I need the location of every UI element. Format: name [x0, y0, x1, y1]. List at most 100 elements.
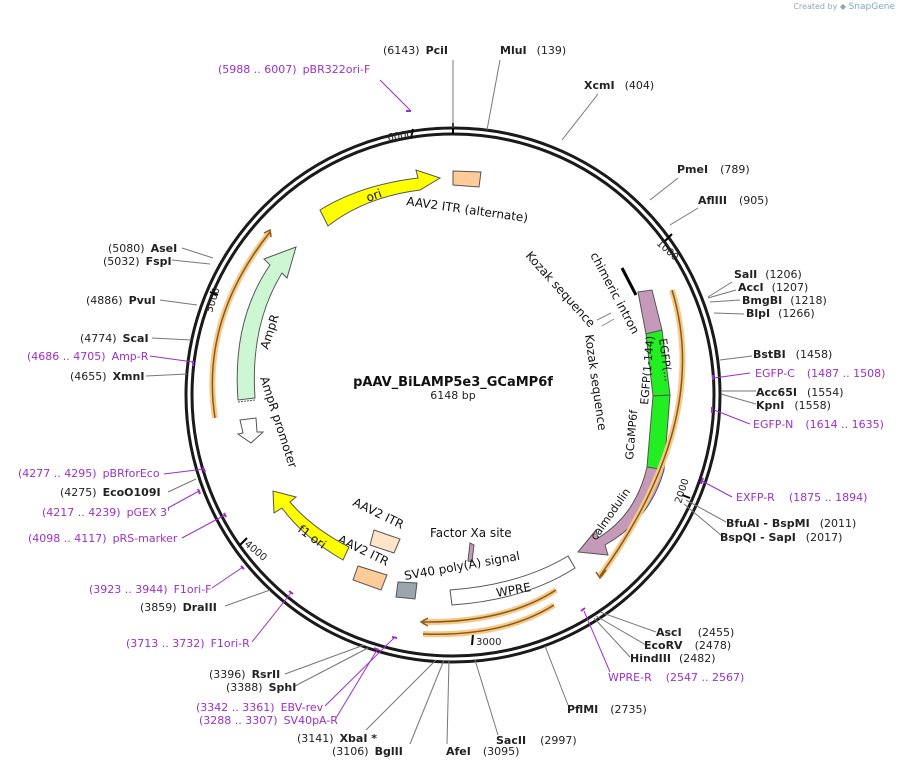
primer-range-f1f: (3923 .. 3944): [89, 583, 168, 596]
primer-leader-wpre: [583, 610, 611, 673]
site-name-bglii: BglII: [375, 745, 403, 758]
site-bmgbi[interactable]: BmgBI(1218): [742, 294, 827, 307]
primer-leader-pgex: [167, 490, 200, 509]
site-pvui[interactable]: (4886)PvuI: [86, 294, 156, 307]
site-pos-xmni: (4655): [70, 370, 107, 383]
primer-wpre[interactable]: WPRE-R(2547 .. 2567): [608, 671, 744, 684]
leader-mlui: [486, 59, 501, 131]
primer-name-exfpr: EXFP-R: [736, 491, 775, 504]
primer-egfpn[interactable]: EGFP-N(1614 .. 1635): [753, 418, 884, 431]
site-pos-bfuai: (2011): [820, 517, 857, 530]
aav2-itr-alt-box: [452, 170, 482, 188]
kozak-label-2: Kozak sequence: [582, 333, 609, 431]
site-sphi[interactable]: (3388) SphI: [226, 681, 296, 694]
leader-bmgbi: [709, 299, 741, 303]
leader-asci: [599, 611, 657, 633]
site-hindiii[interactable]: HindIII(2482): [630, 652, 716, 665]
site-name-pmei: PmeI: [677, 163, 708, 176]
site-name-sphi: SphI: [269, 681, 297, 694]
site-name-pvui: PvuI: [129, 294, 156, 307]
primer-leader-prs: [181, 514, 226, 539]
ampr-promoter-arrow: [236, 417, 265, 444]
primer-ampr[interactable]: (4686 .. 4705)Amp-R: [27, 350, 149, 363]
site-pmei[interactable]: PmeI(789): [677, 163, 750, 176]
primer-egfpc[interactable]: EGFP-C(1487 .. 1508): [755, 367, 885, 380]
site-xbai[interactable]: (3141)XbaI *: [297, 732, 377, 745]
primer-leader-egfpn: [713, 409, 751, 425]
leader-bfuai: [685, 499, 727, 523]
site-asei[interactable]: (5080)AseI: [108, 242, 177, 255]
site-pcii[interactable]: (6143)PciI: [383, 44, 448, 57]
primer-range-prs: (4098 .. 4117): [28, 532, 107, 545]
site-ecoo109i[interactable]: (4275) EcoO109I: [60, 486, 161, 499]
aav2-itr-alt-label: AAV2 ITR (alternate): [406, 194, 529, 225]
chimeric-intron-mark: [620, 267, 638, 296]
leader-afliii: [669, 207, 699, 226]
site-pflmi[interactable]: PflMI(2735): [567, 703, 647, 716]
site-pos-afliii: (905): [739, 194, 769, 207]
site-pos-ecoo109i: (4275): [60, 486, 97, 499]
site-draiii[interactable]: (3859)DraIII: [140, 601, 217, 614]
site-mlui[interactable]: MluI(139): [500, 44, 566, 57]
site-rsrii[interactable]: (3396)RsrII: [209, 668, 280, 681]
site-name-bstbi: BstBI: [753, 348, 786, 361]
primer-prs[interactable]: (4098 .. 4117) pRS-marker: [28, 532, 178, 545]
site-kpni[interactable]: KpnI(1558): [756, 399, 831, 412]
primer-leader-exfpr: [701, 480, 733, 498]
primer-range-exfpr: (1875 .. 1894): [789, 491, 868, 504]
site-xmni[interactable]: (4655)XmnI: [70, 370, 144, 383]
tick-3000: [471, 633, 474, 646]
site-pos-sphi: (3388): [226, 681, 263, 694]
primer-range-pbrforeco: (4277 .. 4295): [18, 467, 97, 480]
site-scai[interactable]: (4774)ScaI: [80, 332, 149, 345]
site-name-sacii: SacII: [496, 734, 526, 747]
site-name-rsrii: RsrII: [252, 668, 281, 681]
site-bglii[interactable]: (3106)BglII: [332, 745, 403, 758]
site-acc65i[interactable]: Acc65I(1554): [756, 386, 844, 399]
primer-f1f[interactable]: (3923 .. 3944)F1ori-F: [89, 583, 212, 596]
site-acci[interactable]: AccI(1207): [738, 281, 808, 294]
site-pos-kpni: (1558): [794, 399, 831, 412]
site-xcmi[interactable]: XcmI(404): [584, 79, 654, 92]
tick-label-4000: 4000: [242, 539, 269, 564]
primer-leader-sv40pa: [335, 649, 378, 719]
tick-6000: [410, 128, 414, 139]
site-pos-pcii: (6143): [383, 44, 420, 57]
site-bstbi[interactable]: BstBI(1458): [753, 348, 832, 361]
leader-bglii: [409, 659, 445, 745]
primer-name-f1r: F1ori-R: [211, 637, 251, 650]
leader-sali: [707, 281, 733, 298]
site-labels: (6143)PciI MluI(139) XcmI(404) PmeI(789)…: [60, 44, 856, 758]
site-ecorv[interactable]: EcoRV(2478): [644, 639, 731, 652]
primer-sv40pa[interactable]: (3288 .. 3307)SV40pA-R: [199, 714, 338, 727]
site-pos-bmgbi: (1218): [790, 294, 827, 307]
aav2-itr-box-2: [369, 529, 401, 554]
primer-f1r[interactable]: (3713 .. 3732) F1ori-R: [126, 637, 250, 650]
primer-pbr322[interactable]: (5988 .. 6007)pBR322ori-F: [218, 63, 370, 76]
site-name-acci: AccI: [738, 281, 764, 294]
site-bspqi[interactable]: BspQI - SapI(2017): [720, 531, 842, 544]
primer-pgex[interactable]: (4217 .. 4239)pGEX 3': [42, 506, 170, 519]
primer-leader-ampr: [149, 355, 194, 363]
site-name-xcmi: XcmI: [584, 79, 615, 92]
kozak-mark-2: [601, 318, 615, 327]
primer-exfpr[interactable]: EXFP-R (1875 .. 1894): [736, 491, 867, 504]
primer-ebv[interactable]: (3342 .. 3361)EBV-rev: [196, 701, 324, 714]
site-asci[interactable]: AscI(2455): [656, 626, 734, 639]
primer-range-f1r: (3713 .. 3732): [126, 637, 205, 650]
site-fspi[interactable]: (5032)FspI: [103, 255, 172, 268]
primer-mark-sv40pa: [373, 647, 380, 651]
ampr-divider: [237, 399, 256, 403]
site-sali[interactable]: SalI(1206): [734, 268, 802, 281]
site-pos-fspi: (5032): [103, 255, 140, 268]
primer-pbrforeco[interactable]: (4277 .. 4295)pBRforEco: [18, 467, 160, 480]
site-sacii[interactable]: SacII(2997): [496, 734, 577, 747]
site-pos-blpi: (1266): [778, 307, 815, 320]
site-afei[interactable]: AfeI(3095): [446, 745, 519, 758]
site-blpi[interactable]: BlpI(1266): [746, 307, 815, 320]
primer-mark-f1r: [288, 590, 294, 595]
site-name-ecoo109i: EcoO109I: [103, 486, 161, 499]
primer-name-prs: pRS-marker: [113, 532, 178, 545]
site-bfuai[interactable]: BfuAI - BspMI(2011): [726, 517, 856, 530]
site-afliii[interactable]: AflIII(905): [698, 194, 769, 207]
